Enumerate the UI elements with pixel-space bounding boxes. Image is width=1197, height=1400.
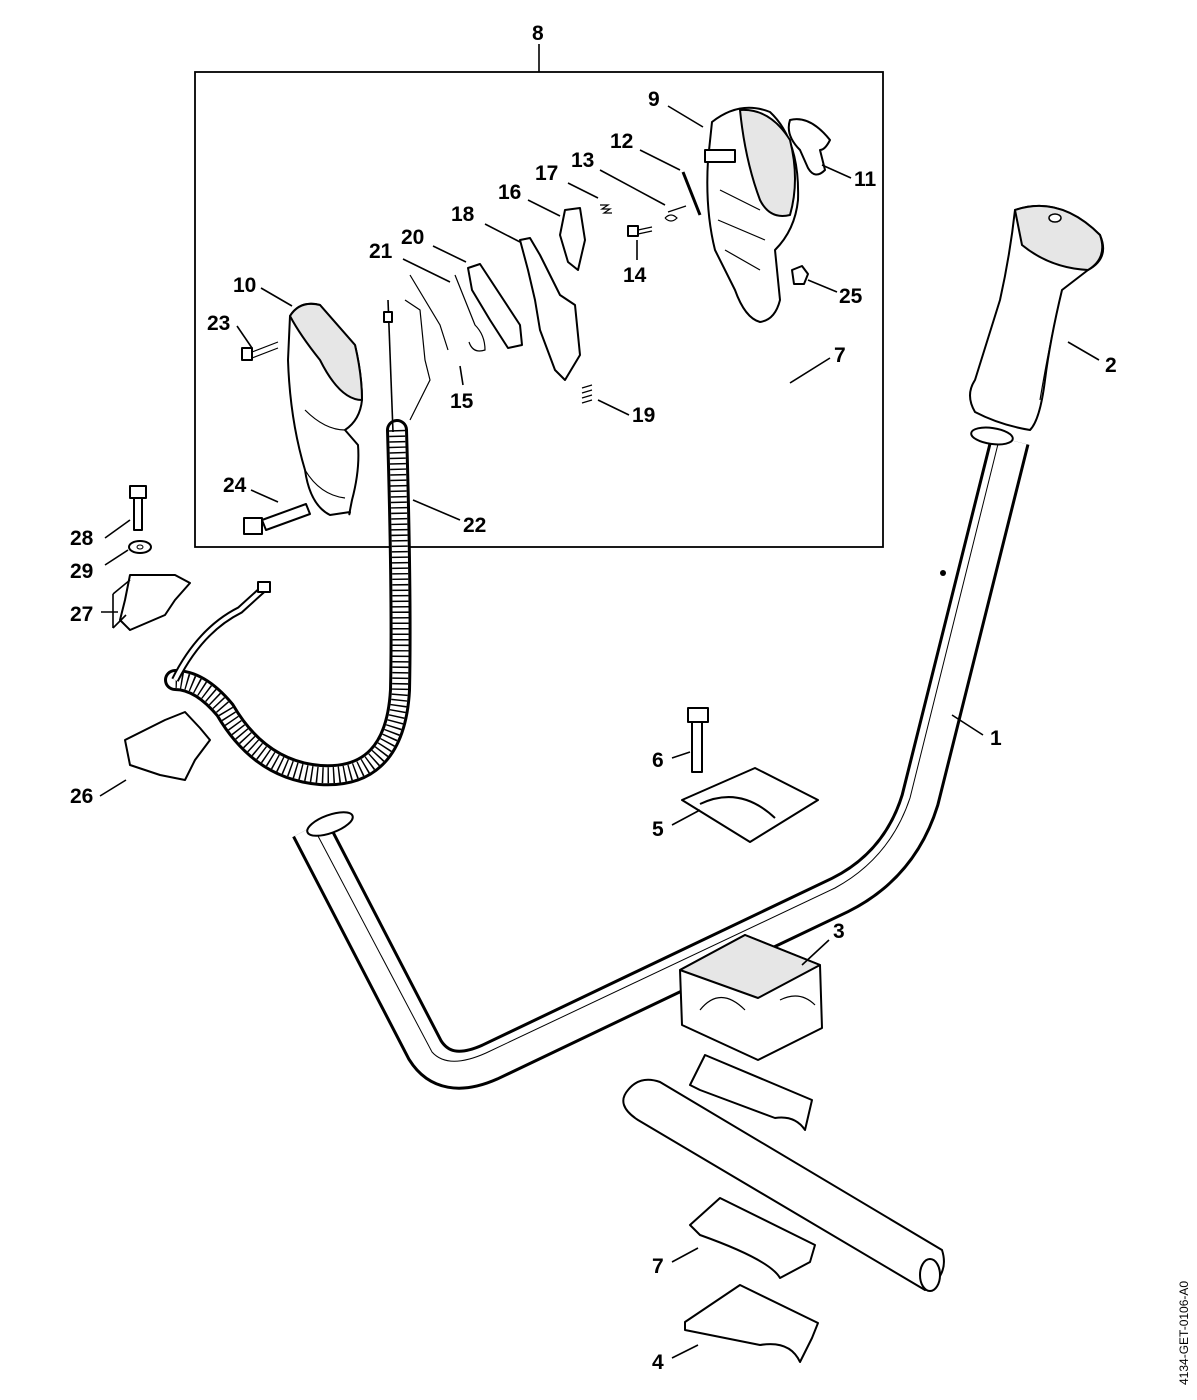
callout-5: 5 xyxy=(652,818,664,841)
callout-8: 8 xyxy=(532,22,544,45)
part-control-handle-shell xyxy=(287,302,363,516)
part-torsion-spring xyxy=(454,274,486,352)
part-interlock-lever xyxy=(559,207,586,271)
part-spring xyxy=(664,205,687,222)
part-clamp-lower xyxy=(684,1284,819,1363)
callout-4: 4 xyxy=(652,1351,664,1374)
callout-28: 28 xyxy=(70,527,94,550)
part-compression-spring xyxy=(581,384,593,404)
callout-11: 11 xyxy=(854,168,877,191)
callout-18: 18 xyxy=(451,203,475,226)
part-cable-clip xyxy=(124,711,211,781)
part-grip xyxy=(969,204,1104,431)
callout-24: 24 xyxy=(223,474,247,497)
part-cross-tube xyxy=(622,1078,945,1292)
callout-7-upper: 7 xyxy=(834,344,846,367)
part-screw-28 xyxy=(129,485,147,531)
part-screw-14 xyxy=(627,225,653,237)
leader-lines xyxy=(99,105,1100,1359)
callout-16: 16 xyxy=(498,181,521,204)
callout-26: 26 xyxy=(70,785,93,808)
part-pin xyxy=(681,171,702,216)
callout-7-lower: 7 xyxy=(652,1255,664,1278)
callout-20: 20 xyxy=(401,226,424,249)
callout-3: 3 xyxy=(833,920,845,943)
part-lever xyxy=(787,118,831,176)
callout-6: 6 xyxy=(652,749,664,772)
callout-25: 25 xyxy=(839,285,863,308)
callout-21: 21 xyxy=(369,240,393,263)
part-throttle-trigger xyxy=(519,237,581,381)
part-nut xyxy=(791,265,809,285)
callout-14: 14 xyxy=(623,264,647,287)
callout-2: 2 xyxy=(1105,354,1117,377)
reference-code: 4134-GET-0106-A0 xyxy=(1177,1281,1191,1385)
callout-10: 10 xyxy=(233,274,256,297)
part-screw-23 xyxy=(241,341,279,361)
part-half-shell-lower xyxy=(689,1197,816,1279)
callout-19: 19 xyxy=(632,404,655,427)
callout-23: 23 xyxy=(207,312,230,335)
part-screw-6 xyxy=(687,707,709,773)
callout-12: 12 xyxy=(610,130,633,153)
part-clamp-cap xyxy=(681,767,819,843)
callout-13: 13 xyxy=(571,149,594,172)
part-stop-switch-lever xyxy=(467,263,523,349)
callout-29: 29 xyxy=(70,560,93,583)
callout-9: 9 xyxy=(648,88,660,111)
callout-22: 22 xyxy=(463,514,486,537)
washer-hole xyxy=(136,544,144,550)
part-throttle-cable xyxy=(164,299,412,787)
callout-17: 17 xyxy=(535,162,558,185)
part-half-shell-upper xyxy=(689,1054,813,1131)
part-cable-clamp xyxy=(119,574,191,631)
part-control-housing xyxy=(704,106,800,323)
part-screw-24 xyxy=(243,503,311,535)
callout-27: 27 xyxy=(70,603,93,626)
callout-15: 15 xyxy=(450,390,474,413)
part-contact-spring xyxy=(404,274,449,421)
part-handlebar-tube xyxy=(292,426,1030,1090)
callout-1: 1 xyxy=(990,727,1002,750)
part-clamp-base xyxy=(679,934,823,1061)
part-torsion-spring-small xyxy=(600,204,612,214)
